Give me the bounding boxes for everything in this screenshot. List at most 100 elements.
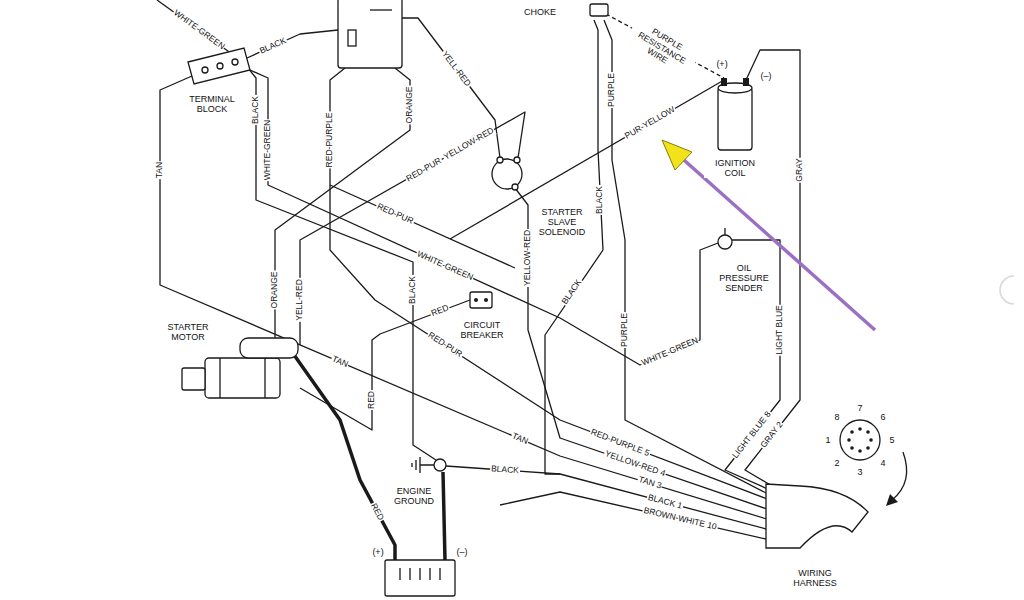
pin-number: 1 (824, 435, 831, 445)
starter-detail (219, 358, 220, 398)
battery-cable (292, 352, 395, 560)
component-label: WIRING HARNESS (782, 568, 848, 588)
breaker-terminal (484, 298, 488, 302)
pin-dot (866, 446, 870, 450)
red-purple-yellow-red-wire (300, 112, 525, 345)
pin-number: 4 (879, 458, 886, 468)
pin-number: 6 (879, 412, 886, 422)
starter-solenoid (240, 338, 298, 358)
pin-number: 7 (856, 403, 863, 413)
engine-ground-stud (434, 459, 446, 471)
oil-pressure-sender (718, 235, 732, 249)
pin-face (840, 420, 880, 460)
wire-color-label: YELLOW-RED (441, 125, 496, 162)
wire-color-label: WHITE-GREEN (171, 8, 227, 52)
wire-color-label: BLACK (251, 95, 261, 125)
polarity-mark: (–) (456, 547, 469, 557)
wire-color-label: BLACK (560, 277, 585, 307)
pin-number: 8 (833, 412, 840, 422)
wire-color-label: WHITE-GREEN (415, 249, 476, 283)
wire-color-label: RED (429, 303, 451, 319)
rotation-arrow (892, 452, 907, 500)
wire-color-label: RED-PUR (404, 156, 444, 185)
battery (385, 560, 455, 596)
sender-lead (724, 228, 725, 235)
pin-dot (858, 449, 862, 453)
breaker-terminal (474, 298, 478, 302)
pin-dot (869, 438, 873, 442)
wire-color-label: YELLOW-RED (523, 229, 533, 287)
component-label: CIRCUIT BREAKER (451, 320, 513, 340)
wire-color-label: RED-PUR (374, 201, 415, 226)
polarity-mark: (+) (715, 59, 728, 69)
component-label: STARTER SLAVE SOLENOID (532, 207, 592, 237)
wire-color-label: TAN (330, 354, 351, 370)
red-wire (300, 300, 470, 430)
wire-color-label: BLACK (490, 464, 520, 476)
housing-detail (370, 9, 392, 10)
battery-cells (400, 568, 440, 580)
white-green-wire (250, 70, 718, 365)
wire-color-label: YELL-RED (295, 278, 305, 322)
purple-yellow-wire (450, 80, 724, 239)
solenoid-stud (512, 184, 518, 190)
coil-terminal (721, 78, 727, 86)
wire-color-label: BLACK (257, 36, 288, 57)
circuit-breaker (470, 292, 492, 308)
edge-circle (1000, 276, 1014, 304)
component-housing (338, 0, 402, 68)
polarity-mark: (+) (371, 547, 384, 557)
pin-dot (850, 446, 854, 450)
wire-color-label: WHITE-GREEN (263, 119, 273, 181)
pin-number: 5 (888, 435, 895, 445)
polarity-mark: (–) (760, 71, 773, 81)
solenoid-stud (497, 157, 503, 163)
pin-dot (847, 438, 851, 442)
solenoid-stud (514, 157, 520, 163)
wire-color-label: PUR-YELLOW (622, 104, 677, 141)
starter-detail (264, 358, 265, 398)
starter-nose (182, 368, 205, 390)
wire-color-label: BLACK (595, 185, 605, 215)
rotation-arrowhead (886, 494, 898, 506)
pin-number: 2 (833, 458, 840, 468)
ground-symbol (412, 457, 434, 473)
component-label: STARTER MOTOR (157, 322, 219, 342)
terminal-block (188, 48, 250, 84)
pin-dot (858, 427, 862, 431)
component-label: ENGINE GROUND (388, 486, 440, 506)
starter-body (205, 358, 280, 398)
resistance-wire (606, 14, 724, 78)
wire-color-label: BLACK (408, 275, 418, 305)
wire-color-label: PURPLE (607, 72, 617, 108)
wire-color-label: GRAY (795, 157, 805, 182)
component-label: OIL PRESSURE SENDER (712, 263, 776, 293)
red-purple-wire (330, 68, 770, 500)
choke-symbol (590, 4, 608, 16)
terminal-screw (232, 59, 238, 65)
coil-terminal (743, 78, 749, 86)
wire-color-label: RED (367, 390, 377, 410)
brown-white-wire (500, 492, 770, 540)
purple-wire (604, 20, 770, 495)
wire-color-label: RED (368, 501, 386, 523)
harness-plug (766, 484, 868, 548)
wire-color-label: PURPLE RESISTANCE WIRE (624, 17, 700, 79)
wire-color-label: LIGHT BLUE (775, 304, 785, 355)
pin-number: 3 (856, 467, 863, 477)
highlight-arrowhead (662, 140, 692, 170)
terminal-screw (202, 67, 208, 73)
white-green-wire (157, 0, 232, 54)
tan-wire (160, 76, 770, 520)
wire-color-label: WHITE-GREEN (639, 335, 700, 368)
pin-dot (850, 430, 854, 434)
wire-color-label: YELL-RED (439, 49, 473, 90)
black-wire (247, 30, 338, 58)
wire-color-label: ORANGE (270, 271, 280, 310)
wire-color-label: RED-PURPLE (325, 112, 335, 169)
ground-cable (443, 472, 445, 560)
terminal-screw (217, 63, 223, 69)
ignition-coil (718, 88, 752, 150)
